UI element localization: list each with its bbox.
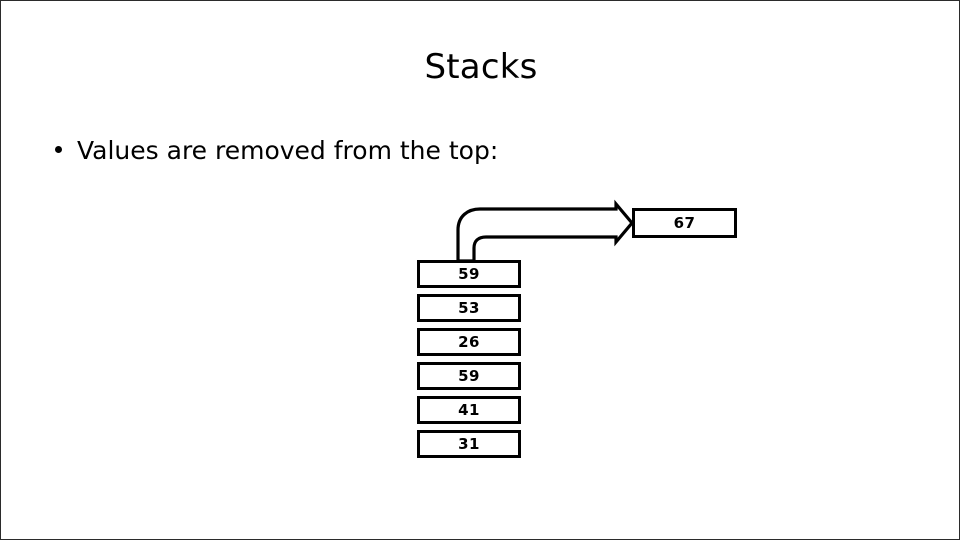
stack-cell-label: 41	[458, 401, 480, 419]
stack-cell-label: 26	[458, 333, 480, 351]
stack-cell-label: 53	[458, 299, 480, 317]
stack-cell: 31	[417, 430, 521, 458]
bullet-item-label: Values are removed from the top:	[77, 136, 499, 165]
stack-cell-label: 59	[458, 265, 480, 283]
stack-cell: 59	[417, 362, 521, 390]
pop-arrow-icon	[456, 199, 635, 263]
bullet-point-icon	[55, 146, 62, 153]
stack-container: 59 53 26 59 41 31	[417, 260, 521, 458]
stack-cell: 59	[417, 260, 521, 288]
page-title: Stacks	[424, 47, 538, 87]
popped-value-box: 67	[632, 208, 737, 238]
stack-cell-label: 59	[458, 367, 480, 385]
stack-cell: 53	[417, 294, 521, 322]
stack-cell: 41	[417, 396, 521, 424]
bullet-list-item: Values are removed from the top:	[55, 134, 498, 168]
popped-value-label: 67	[673, 214, 696, 232]
stack-cell-label: 31	[458, 435, 480, 453]
stack-cell: 26	[417, 328, 521, 356]
